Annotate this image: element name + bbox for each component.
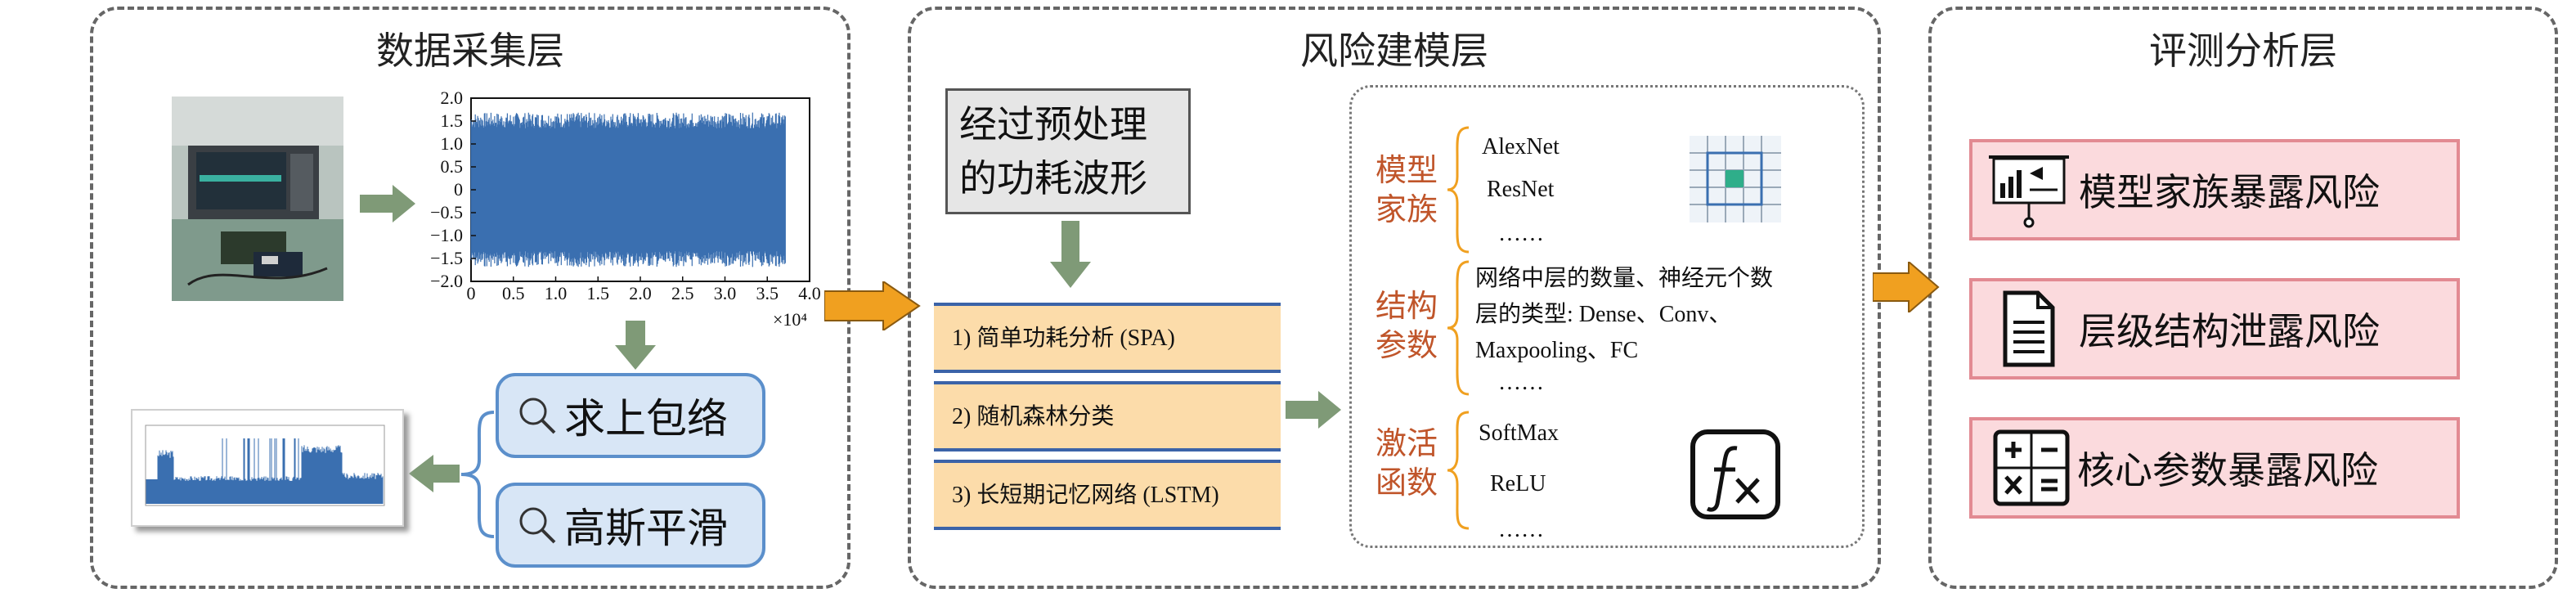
x-tick-label: 1.0 bbox=[544, 283, 568, 303]
data-acquisition-title: 数据采集层 bbox=[376, 29, 564, 73]
algorithm-lstm: 3) 长短期记忆网络 (LSTM) bbox=[934, 460, 1281, 530]
activation-relu: ReLU bbox=[1490, 471, 1546, 496]
smoothed-envelope-plot bbox=[145, 425, 385, 506]
y-tick-label: −2.0 bbox=[430, 271, 463, 291]
arrow-acquisition-to-modeling bbox=[824, 281, 921, 330]
family-resnet: ResNet bbox=[1487, 177, 1555, 202]
model-family-brace bbox=[1447, 126, 1470, 254]
x-tick-label: 1.5 bbox=[586, 283, 610, 303]
upper-envelope-label: 求上包络 bbox=[564, 395, 728, 443]
waveform-x-ticks: 0 0.5 1.0 1.5 2.0 2.5 3.0 3.5 4.0 bbox=[425, 278, 821, 327]
structure-ellipsis: …… bbox=[1498, 370, 1544, 395]
family-ellipsis: …… bbox=[1498, 221, 1544, 246]
smoothed-trace bbox=[146, 438, 384, 504]
x-tick-label: 3.0 bbox=[713, 283, 737, 303]
gaussian-smooth-label: 高斯平滑 bbox=[564, 505, 728, 552]
structure-line-2: 层的类型: Dense、Conv、 bbox=[1475, 302, 1732, 327]
y-tick-label: −1.0 bbox=[430, 225, 463, 245]
risk-model-family-box: 模型家族暴露风险 bbox=[1969, 139, 2460, 240]
document-icon bbox=[2003, 290, 2055, 367]
search-icon bbox=[519, 398, 556, 434]
x-multiplier-label: ×10⁴ bbox=[773, 309, 808, 330]
preprocessed-line-2: 的功耗波形 bbox=[959, 156, 1147, 200]
risk-modeling-title: 风险建模层 bbox=[1300, 29, 1488, 73]
arrow-modeling-to-evaluation bbox=[1873, 262, 1940, 312]
function-fx-icon bbox=[1690, 429, 1780, 519]
arrow-algorithms-to-targets bbox=[1286, 391, 1341, 429]
x-tick-label: 4.0 bbox=[798, 283, 821, 303]
y-tick-label: 1.5 bbox=[440, 110, 464, 131]
y-tick-label: −1.5 bbox=[430, 248, 463, 268]
evaluation-panel bbox=[1928, 7, 2558, 589]
attack-targets-box bbox=[1349, 85, 1865, 548]
risk-core-params-label: 核心参数暴露风险 bbox=[2077, 448, 2378, 492]
network-grid-icon bbox=[1690, 136, 1781, 222]
algorithm-spa: 1) 简单功耗分析 (SPA) bbox=[934, 303, 1281, 373]
x-tick-label: 0 bbox=[466, 283, 476, 303]
gaussian-smooth-box: 高斯平滑 bbox=[496, 483, 765, 568]
processing-brace bbox=[460, 411, 495, 538]
structure-line-3: Maxpooling、FC bbox=[1475, 338, 1639, 363]
y-tick-label: 2.0 bbox=[440, 88, 464, 108]
model-family-label: 模型 家族 bbox=[1376, 152, 1438, 227]
x-tick-label: 3.5 bbox=[756, 283, 779, 303]
structure-params-brace bbox=[1447, 260, 1470, 396]
y-tick-label: 0 bbox=[454, 179, 463, 200]
activation-softmax: SoftMax bbox=[1479, 420, 1559, 446]
preprocessed-line-1: 经过预处理 bbox=[959, 102, 1147, 146]
activation-ellipsis: …… bbox=[1498, 517, 1544, 542]
arrow-to-smoothed-trace bbox=[409, 455, 460, 492]
evaluation-title: 评测分析层 bbox=[2149, 29, 2337, 73]
y-tick-label: 1.0 bbox=[440, 133, 464, 154]
lab-setup-photo bbox=[172, 97, 343, 301]
algorithm-random-forest: 2) 随机森林分类 bbox=[934, 381, 1281, 451]
power-waveform-plot bbox=[470, 97, 810, 282]
arrow-waveform-to-processing bbox=[615, 321, 656, 370]
y-tick-label: 0.5 bbox=[440, 156, 464, 177]
x-tick-label: 2.0 bbox=[629, 283, 652, 303]
arrow-photo-to-waveform bbox=[360, 185, 415, 222]
waveform-trace bbox=[470, 112, 786, 267]
arrow-preprocessed-to-algorithms bbox=[1050, 221, 1091, 288]
calculator-icon bbox=[1993, 429, 2070, 506]
risk-core-params-box: 核心参数暴露风险 bbox=[1969, 417, 2460, 519]
activation-function-brace bbox=[1447, 411, 1470, 530]
risk-layer-structure-label: 层级结构泄露风险 bbox=[2079, 309, 2380, 353]
structure-line-1: 网络中层的数量、神经元个数 bbox=[1475, 266, 1774, 291]
risk-layer-structure-box: 层级结构泄露风险 bbox=[1969, 278, 2460, 380]
x-tick-label: 2.5 bbox=[671, 283, 694, 303]
search-icon bbox=[519, 507, 556, 544]
structure-params-label: 结构 参数 bbox=[1376, 288, 1438, 363]
y-tick-label: −0.5 bbox=[430, 202, 463, 222]
x-tick-label: 0.5 bbox=[502, 283, 525, 303]
risk-model-family-label: 模型家族暴露风险 bbox=[2079, 170, 2380, 214]
upper-envelope-box: 求上包络 bbox=[496, 373, 765, 458]
preprocessed-waveform-box: 经过预处理 的功耗波形 bbox=[945, 88, 1191, 214]
family-alexnet: AlexNet bbox=[1482, 134, 1560, 159]
activation-function-label: 激活 函数 bbox=[1376, 425, 1438, 501]
presentation-chart-icon bbox=[1989, 155, 2069, 228]
